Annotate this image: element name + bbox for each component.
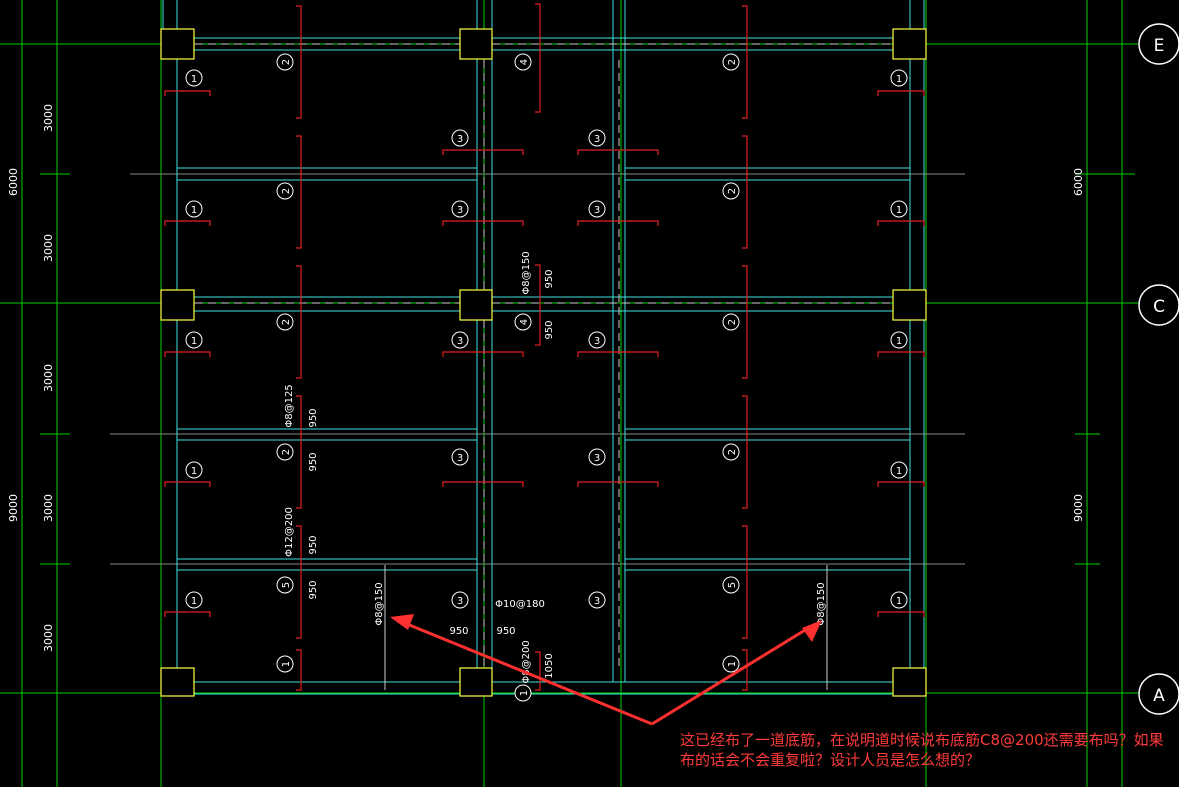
svg-text:3000: 3000 [42,494,55,522]
rebar-label-g: Φ8@200 [521,640,532,683]
svg-text:3: 3 [457,336,463,347]
svg-text:950: 950 [544,269,555,288]
svg-text:3: 3 [457,596,463,607]
rebar-callouts: Φ8@125 950 950 Φ12@200 950 950 Φ8@150 95… [284,251,827,683]
svg-text:2: 2 [727,188,738,194]
svg-text:9000: 9000 [1072,494,1085,522]
rebar-label-e: Φ8@150 [816,582,827,625]
axis-label-C: C [1153,297,1165,317]
svg-text:3: 3 [457,134,463,145]
svg-text:1: 1 [896,596,902,607]
svg-text:950: 950 [449,626,468,637]
svg-text:2: 2 [727,59,738,65]
svg-text:950: 950 [496,626,515,637]
rebar-label-f: Φ10@180 [495,599,545,610]
svg-text:950: 950 [544,320,555,339]
rebar-label-b: Φ12@200 [284,507,295,557]
svg-text:950: 950 [308,580,319,599]
beam-centerlines [195,43,895,668]
rebar-label-c: Φ8@150 [521,251,532,294]
rebar-marks [164,3,925,691]
rebar-extent-lines [384,565,828,690]
svg-text:3000: 3000 [42,104,55,132]
axis-bubble-C: C [1138,284,1179,326]
axis-bubble-A: A [1138,673,1179,715]
svg-text:1: 1 [191,74,197,85]
svg-text:3000: 3000 [42,624,55,652]
svg-text:6000: 6000 [7,168,20,196]
slab-mark-numbers: 1 1 1 1 1 1 1 1 1 1 3 3 3 3 3 3 3 3 3 3 [191,74,902,607]
svg-text:2: 2 [281,59,292,65]
svg-text:3: 3 [594,134,600,145]
svg-text:4: 4 [519,59,530,65]
svg-text:3: 3 [594,205,600,216]
svg-text:1: 1 [727,661,738,667]
svg-text:3: 3 [594,453,600,464]
rebar-callouts-horizontal: Φ10@180 950 950 [449,599,544,637]
slab-mark-numbers-rotated: 2 2 2 2 2 2 2 2 5 5 1 1 4 4 1 [281,59,738,696]
svg-text:9000: 9000 [7,494,20,522]
beams [162,0,925,695]
svg-text:1: 1 [191,466,197,477]
axis-label-E: E [1154,36,1165,56]
svg-text:3: 3 [457,205,463,216]
svg-text:3: 3 [594,336,600,347]
svg-text:5: 5 [281,582,292,588]
svg-text:950: 950 [308,408,319,427]
svg-text:3: 3 [457,453,463,464]
svg-text:2: 2 [727,449,738,455]
svg-text:2: 2 [281,319,292,325]
svg-text:3000: 3000 [42,364,55,392]
svg-text:4: 4 [519,319,530,325]
svg-text:950: 950 [308,452,319,471]
axis-bubble-E: E [1138,23,1179,65]
svg-text:1: 1 [191,336,197,347]
svg-text:2: 2 [281,449,292,455]
secondary-axis-lines [110,173,965,565]
svg-text:950: 950 [308,535,319,554]
dimension-texts: 3000 6000 3000 3000 9000 3000 3000 6000 … [7,104,1085,652]
columns [160,28,927,697]
svg-text:1: 1 [519,690,530,696]
svg-text:6000: 6000 [1072,168,1085,196]
svg-text:1: 1 [191,205,197,216]
svg-text:1: 1 [896,466,902,477]
slab-mark-circles [185,53,908,702]
annotation-arrows [390,614,822,726]
svg-text:1: 1 [896,74,902,85]
rebar-label-d: Φ8@150 [374,582,385,625]
svg-text:2: 2 [281,188,292,194]
svg-text:2: 2 [727,319,738,325]
svg-text:1: 1 [896,336,902,347]
rebar-label-a: Φ8@125 [284,384,295,427]
axis-label-A: A [1153,686,1165,706]
annotation-note: 这已经布了一道底筋，在说明道时候说布底筋C8@200还需要布吗？如果布的话会不会… [680,731,1164,769]
svg-text:5: 5 [727,582,738,588]
svg-text:3000: 3000 [42,234,55,262]
svg-text:3: 3 [594,596,600,607]
svg-text:1: 1 [191,596,197,607]
svg-text:1050: 1050 [544,653,555,678]
svg-text:1: 1 [281,661,292,667]
svg-text:1: 1 [896,205,902,216]
